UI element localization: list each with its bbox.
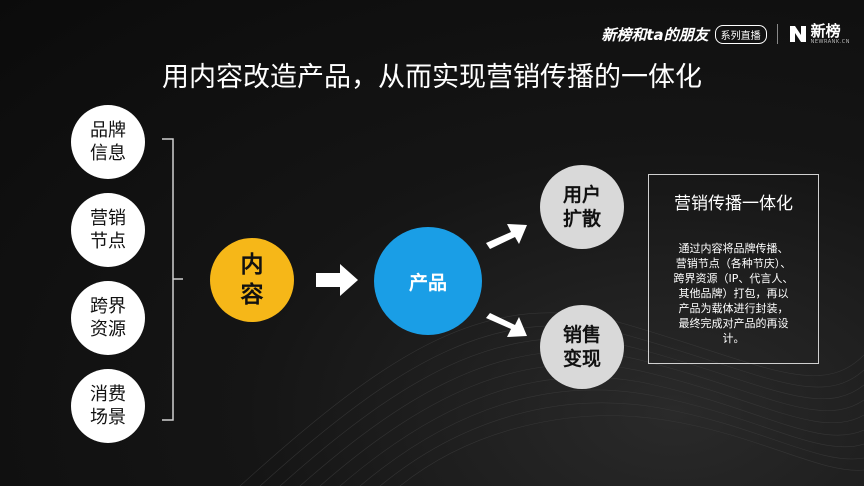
circle-user-spread: 用户扩散 <box>540 165 624 249</box>
circle-label: 场景 <box>90 407 126 428</box>
logo-subtitle: NEWRANK.CN <box>810 38 850 45</box>
header-brand: 新榜和ta的朋友 系列直播 新榜 NEWRANK.CN <box>601 22 850 46</box>
circle-label: 销售 <box>562 324 601 346</box>
circle-crossover-resources: 跨界资源 <box>71 281 145 355</box>
circle-label: 跨界 <box>90 296 126 317</box>
circle-label: 扩散 <box>562 208 601 230</box>
info-box-title: 营销传播一体化 <box>674 194 793 214</box>
info-line: 最终完成对产品的再设 <box>678 317 789 330</box>
circle-label: 节点 <box>90 231 126 252</box>
circle-label: 资源 <box>90 319 126 340</box>
info-line: 营销节点（各种节庆）、 <box>675 257 792 270</box>
info-line: 产品为载体进行封装， <box>678 302 789 315</box>
product-label: 产品 <box>408 271 447 294</box>
info-line: 跨界资源（IP、代言人、 <box>673 272 794 285</box>
page-title: 用内容改造产品，从而实现营销传播的一体化 <box>162 62 702 93</box>
info-box-body: 通过内容将品牌传播、 营销节点（各种节庆）、 跨界资源（IP、代言人、 其他品牌… <box>654 241 813 346</box>
circle-label: 品牌 <box>90 120 126 141</box>
newrank-logo-icon <box>789 26 806 42</box>
product-circle: 产品 <box>374 227 482 335</box>
circle-label: 用户 <box>562 184 601 206</box>
circle-label: 营销 <box>90 208 126 229</box>
circle-marketing-node: 营销节点 <box>71 193 145 267</box>
circle-sales-conversion: 销售变现 <box>540 305 624 389</box>
circle-label: 信息 <box>90 143 126 164</box>
circle-label: 消费 <box>90 384 126 405</box>
logo-name: 新榜 <box>810 21 841 40</box>
circle-brand-info: 品牌信息 <box>71 105 145 179</box>
info-line: 计。 <box>722 332 745 345</box>
arrow-up-right-icon <box>486 224 527 249</box>
content-label: 容 <box>240 282 264 308</box>
info-box: 营销传播一体化 通过内容将品牌传播、 营销节点（各种节庆）、 跨界资源（IP、代… <box>648 174 819 364</box>
info-line: 通过内容将品牌传播、 <box>678 242 789 255</box>
circle-label: 变现 <box>562 348 601 370</box>
info-line: 其他品牌）打包，再以 <box>678 287 789 300</box>
series-badge: 系列直播 <box>714 24 767 44</box>
show-title: 新榜和ta的朋友 <box>601 25 709 44</box>
arrow-right-icon <box>316 264 358 296</box>
circle-consumption-scene: 消费场景 <box>71 369 145 443</box>
brand-divider <box>776 24 778 44</box>
newrank-logo: 新榜 NEWRANK.CN <box>788 21 850 45</box>
content-circle: 内容 <box>210 238 294 322</box>
content-label: 内 <box>240 252 264 278</box>
arrow-down-right-icon <box>486 313 527 337</box>
